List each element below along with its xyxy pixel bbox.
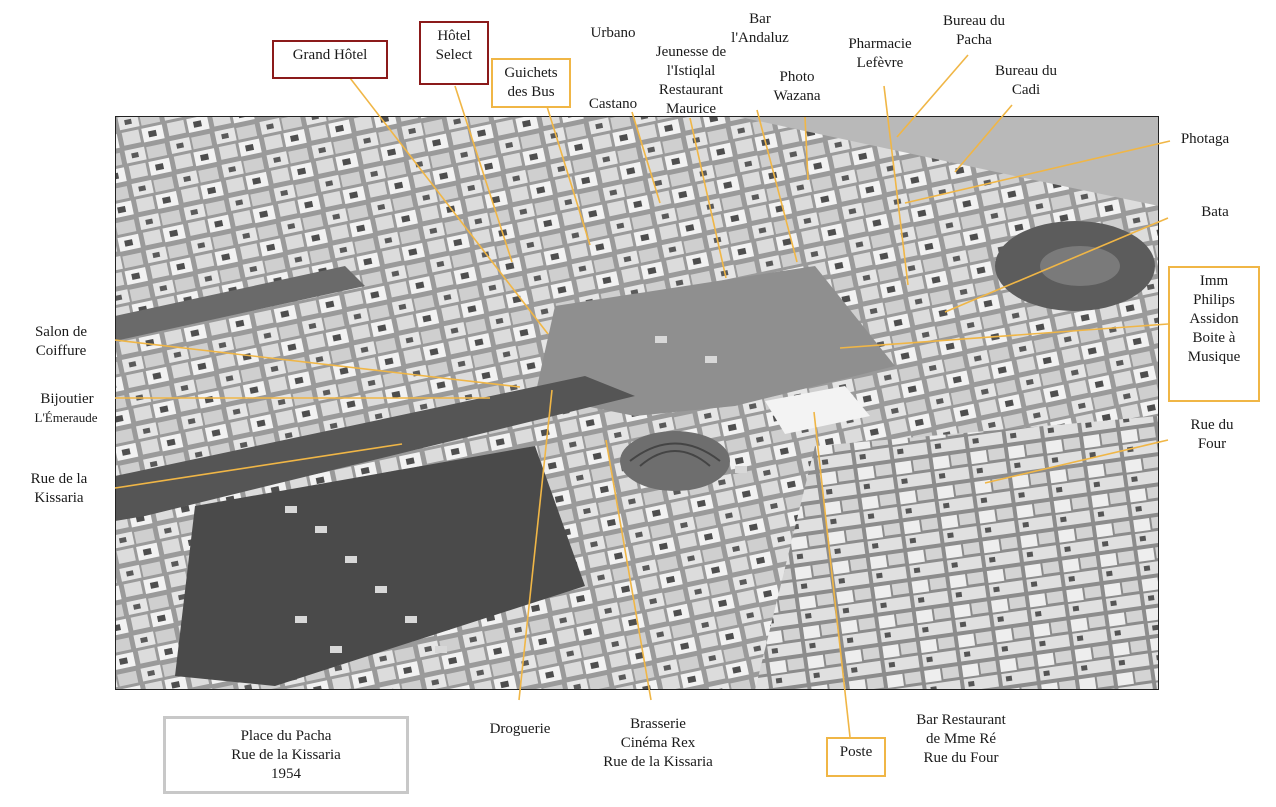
label-photo-wazana: Photo Wazana <box>773 69 821 104</box>
label-rue-du-four: Rue du Four <box>1190 417 1234 452</box>
label-bata: Bata <box>1201 204 1229 220</box>
label-castano: Castano <box>588 96 638 112</box>
label-photaga: Photaga <box>1180 131 1230 147</box>
label-guichets-bus: Guichets des Bus <box>491 58 571 108</box>
aerial-photo <box>115 116 1159 690</box>
label-bureau-cadi: Bureau du Cadi <box>994 63 1058 98</box>
label-urbano: Urbano <box>590 25 636 41</box>
label-pharmacie-lefevre: Pharmacie Lefèvre <box>848 36 912 71</box>
caption-line-3: 1954 <box>271 765 301 782</box>
caption-line-2: Rue de la Kissaria <box>231 746 341 763</box>
label-brasserie-cinema: Brasserie Cinéma Rex Rue de la Kissaria <box>603 716 713 770</box>
label-imm-philips: Imm Philips Assidon Boite à Musique <box>1168 266 1260 402</box>
label-jeunesse-istiqlal: Jeunesse de l'Istiqlal Restaurant Mauric… <box>655 44 727 117</box>
label-bar-restaurant: Bar Restaurant de Mme Ré Rue du Four <box>916 712 1006 766</box>
label-emeraude: L'Émeraude <box>34 410 98 425</box>
label-droguerie: Droguerie <box>489 721 551 737</box>
label-poste: Poste <box>826 737 886 777</box>
caption-box: Place du Pacha Rue de la Kissaria 1954 <box>163 716 409 794</box>
label-rue-kissaria: Rue de la Kissaria <box>30 471 88 506</box>
caption-line-1: Place du Pacha <box>240 727 332 744</box>
label-salon-coiffure: Salon de Coiffure <box>34 324 88 359</box>
label-bureau-pacha: Bureau du Pacha <box>942 13 1006 48</box>
label-bar-andaluz: Bar l'Andaluz <box>731 11 789 46</box>
label-bijoutier: Bijoutier <box>40 391 94 407</box>
label-hotel-select: Hôtel Select <box>419 21 489 85</box>
label-grand-hotel: Grand Hôtel <box>272 40 388 79</box>
